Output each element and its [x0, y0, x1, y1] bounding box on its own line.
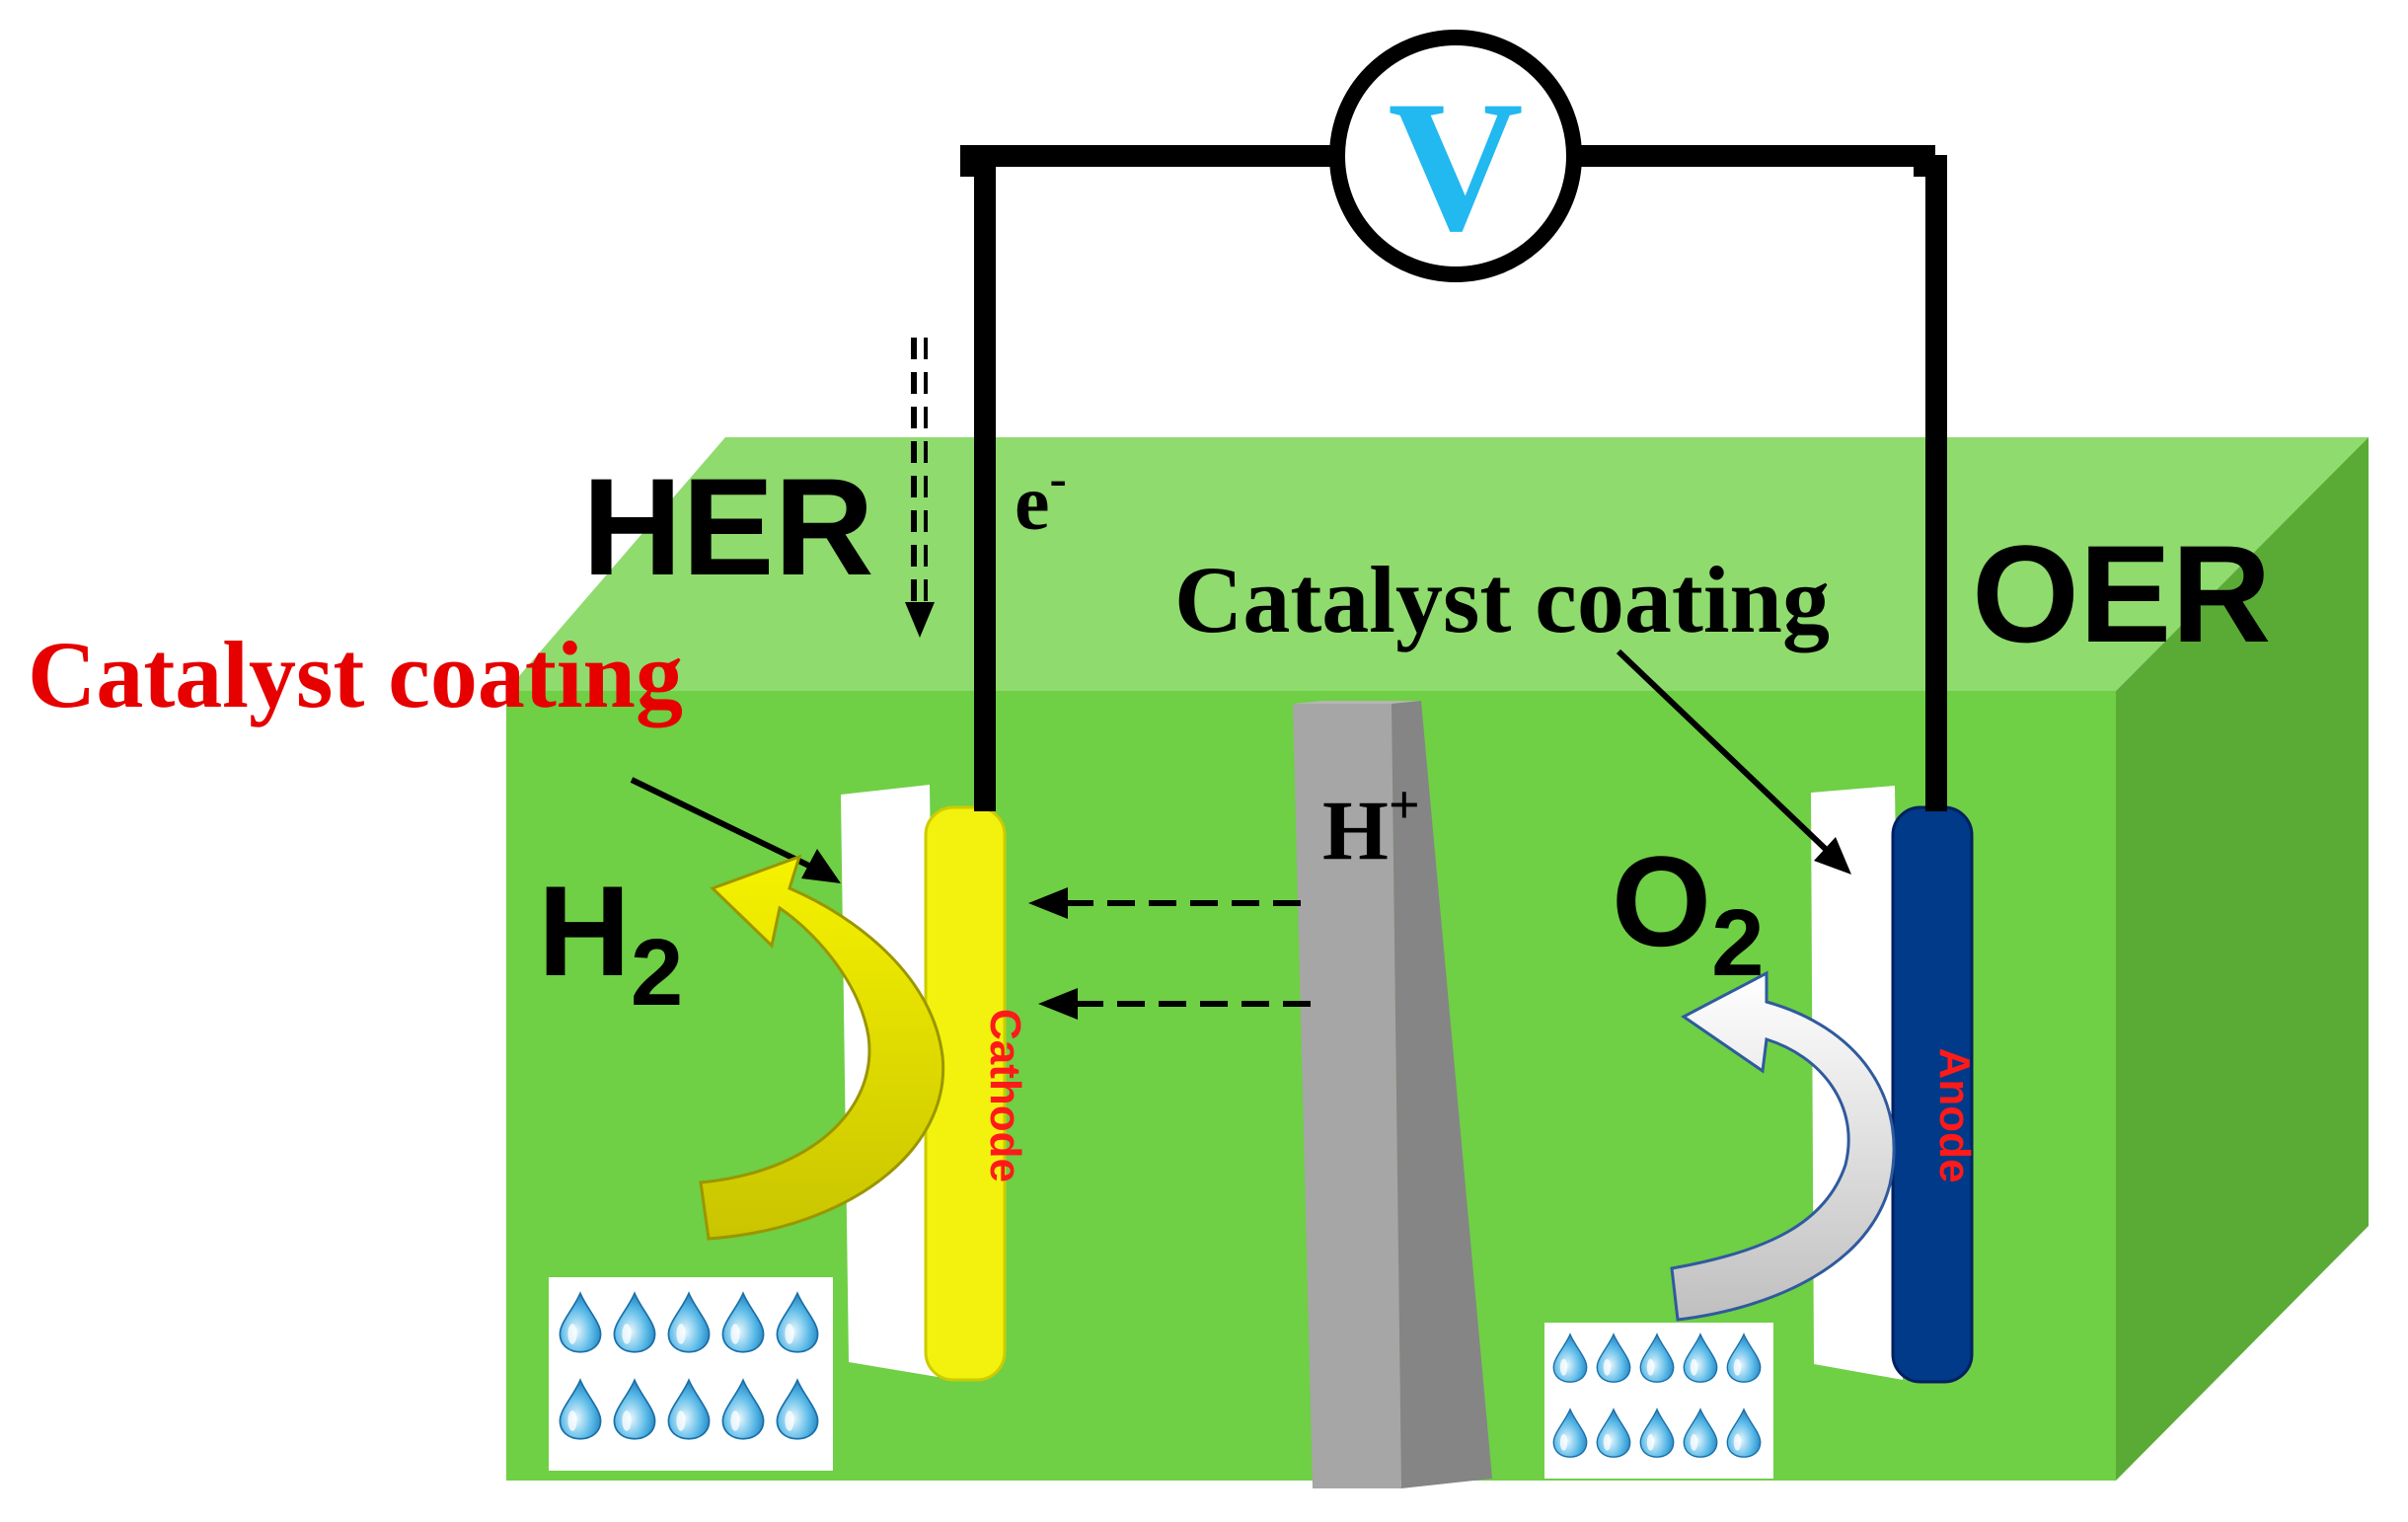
voltmeter	[1329, 30, 1582, 282]
wire-left	[960, 145, 1334, 811]
tank-side-face	[2116, 437, 2369, 1481]
catalyst-coating-label-right: Catalyst coating	[1174, 547, 1830, 652]
cathode-label: Cathode	[981, 1009, 1029, 1182]
tank-top-face	[506, 437, 2369, 691]
catalyst-pointer-left	[630, 777, 821, 874]
proton-label: H+	[1322, 775, 1420, 877]
catalyst-pointer-right	[1616, 648, 1837, 860]
catalyst-pointer-left-head	[801, 849, 841, 883]
curved-arrow-yellow-icon	[699, 854, 945, 1241]
proton-arrow-upper-head	[1028, 887, 1068, 919]
wire-right	[1577, 145, 1947, 811]
curved-arrow-gray-icon	[1670, 970, 1896, 1322]
proton-arrow-lower-head	[1038, 988, 1078, 1020]
her-label: HER	[582, 449, 874, 604]
electron-arrow-head	[905, 602, 935, 638]
membrane-front	[1293, 704, 1401, 1488]
proton-exchange-membrane	[1293, 701, 1492, 1488]
external-circuit: V	[960, 30, 1947, 811]
water-droplets-left	[549, 1277, 833, 1471]
membrane-top	[1293, 701, 1421, 704]
hydrogen-label: H2	[538, 859, 683, 1026]
voltmeter-symbol: V	[1388, 63, 1523, 270]
electron-flow: e-	[905, 338, 1067, 638]
proton-flow: H+	[1028, 775, 1420, 1020]
catalyst-pointer-right-head	[1814, 837, 1851, 875]
anode-label: Anode	[1930, 1048, 1979, 1183]
electron-label: e-	[1015, 451, 1067, 547]
catalyst-coating-label-left: Catalyst coating	[28, 622, 683, 727]
water-droplets-right	[1544, 1323, 1773, 1479]
oer-label: OER	[1972, 516, 2271, 671]
membrane-side	[1392, 701, 1492, 1488]
